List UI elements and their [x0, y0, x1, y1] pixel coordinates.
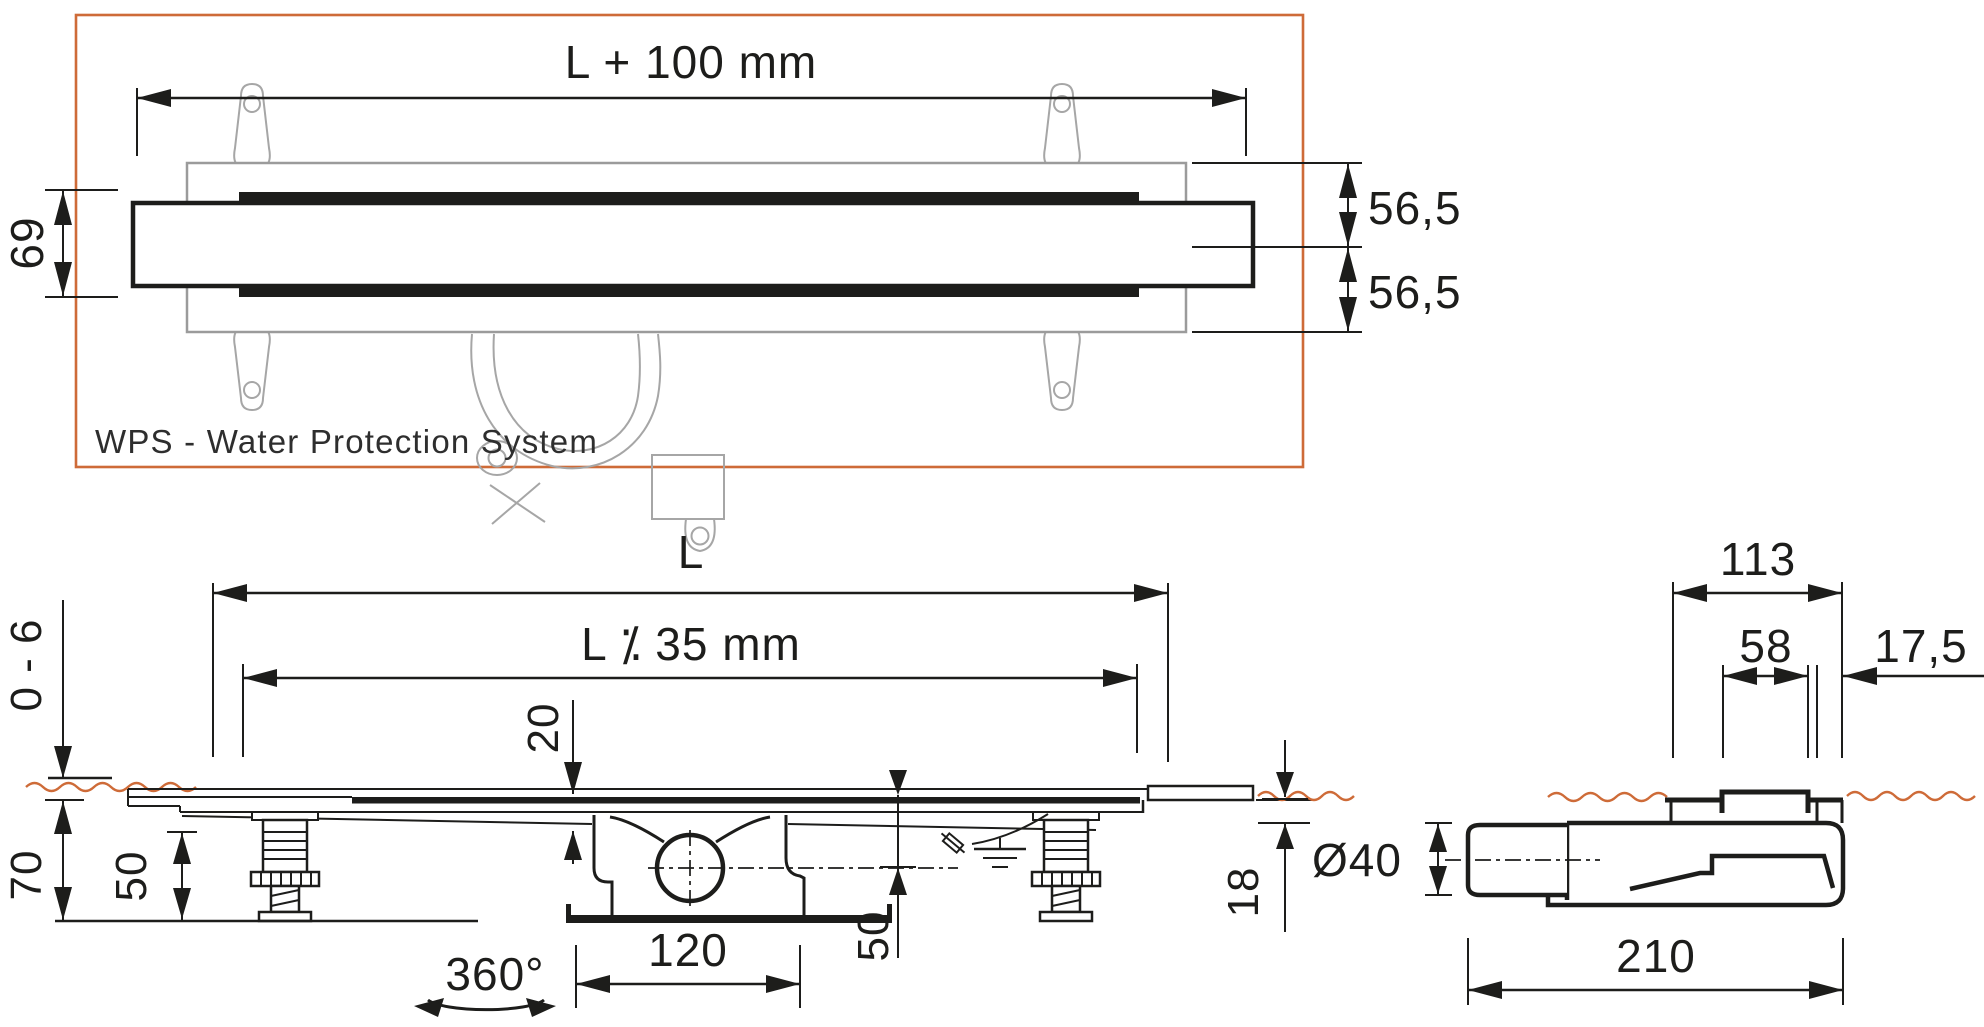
outlet-stub-plan: [651, 454, 725, 520]
dim-grate-width-label: 58: [1739, 620, 1792, 672]
grate-edge-bottom: [239, 286, 1139, 297]
dim-outlet-axis: 50: [849, 770, 916, 961]
tile-wave-end-left: [1547, 791, 1668, 803]
tile-wave-end-right: [1846, 790, 1976, 802]
adjustable-foot-left: [249, 811, 321, 923]
dim-swivel-label: 360°: [445, 948, 544, 1000]
dim-pipe-diameter-label: Ø40: [1312, 834, 1402, 886]
dim-install-depth-label: 70: [2, 850, 51, 901]
adjustable-foot-right: [1030, 811, 1102, 923]
dim-overall-length: L + 100 mm: [136, 36, 1247, 156]
dim-tile-adjust: 0 - 6: [2, 600, 72, 778]
dim-edge-offset-label: 17,5: [1874, 620, 1968, 672]
dim-flange-width: 113: [1672, 533, 1843, 758]
dim-pipe-diameter: Ø40: [1312, 822, 1452, 896]
dim-length-l-label: L: [678, 526, 705, 578]
dim-half-width-lower-label: 56,5: [1368, 266, 1462, 318]
dim-edge-offset: 17,5: [1843, 620, 1984, 685]
dim-channel-depth-label: 20: [519, 703, 568, 754]
dim-channel-width: 69: [1, 189, 118, 298]
dim-rim-depth: 18: [1219, 740, 1310, 932]
tile-wave-left: [25, 781, 197, 793]
dim-grate-length: L ⁒ 35 mm: [242, 618, 1138, 757]
dim-foot-height-label: 50: [107, 851, 156, 902]
dim-rim-depth-label: 18: [1219, 867, 1268, 918]
rotation-arc-icon: [427, 998, 545, 1012]
dim-channel-width-label: 69: [1, 216, 53, 269]
dim-grate-length-label: L ⁒ 35 mm: [581, 618, 801, 670]
dim-flange-width-label: 113: [1720, 533, 1796, 585]
dim-length-l: L: [212, 526, 1169, 762]
dim-outlet-axis-label: 50: [849, 911, 898, 962]
wps-frame: [74, 13, 1305, 469]
dim-channel-depth: 20: [519, 700, 582, 864]
mounting-bracket-icon: [233, 82, 1081, 412]
channel-body-plan: [130, 200, 1256, 289]
channel-body-cross-section: [1445, 820, 1846, 908]
tile-wave-right: [1257, 790, 1355, 802]
channel-end-spigot: [1146, 784, 1255, 802]
dim-foot-height: 50: [107, 831, 197, 920]
channel-profile: [127, 784, 1355, 831]
end-view: 113 58 17,5: [1219, 533, 1984, 1005]
section-view: L L ⁒ 35 mm: [2, 526, 1355, 1017]
dim-grate-width: 58: [1722, 620, 1818, 758]
dim-trap-width-label: 120: [648, 924, 728, 976]
wps-system-label: WPS - Water Protection System: [95, 423, 598, 460]
dim-half-width-upper-label: 56,5: [1368, 182, 1462, 234]
dim-body-length-label: 210: [1616, 930, 1696, 982]
dim-overall-length-label: L + 100 mm: [565, 36, 817, 88]
grate-cross-section: [1665, 789, 1844, 823]
trap-plan-outline: [470, 333, 725, 553]
swivel-symbol: 360°: [414, 948, 556, 1017]
dim-body-length: 210: [1467, 930, 1844, 1005]
dim-trap-width: 120: [575, 924, 801, 1008]
plan-view: L + 100 mm 69 56,5 56,5 WPS - Water Prot…: [1, 13, 1462, 553]
dim-tile-adjust-label: 0 - 6: [2, 618, 51, 711]
dim-install-depth: 70: [2, 799, 84, 921]
earth-ground-icon: [940, 813, 1049, 868]
trap-section: [566, 815, 958, 923]
grate-edge-top: [239, 192, 1139, 203]
dim-half-widths: 56,5 56,5: [1192, 162, 1462, 333]
